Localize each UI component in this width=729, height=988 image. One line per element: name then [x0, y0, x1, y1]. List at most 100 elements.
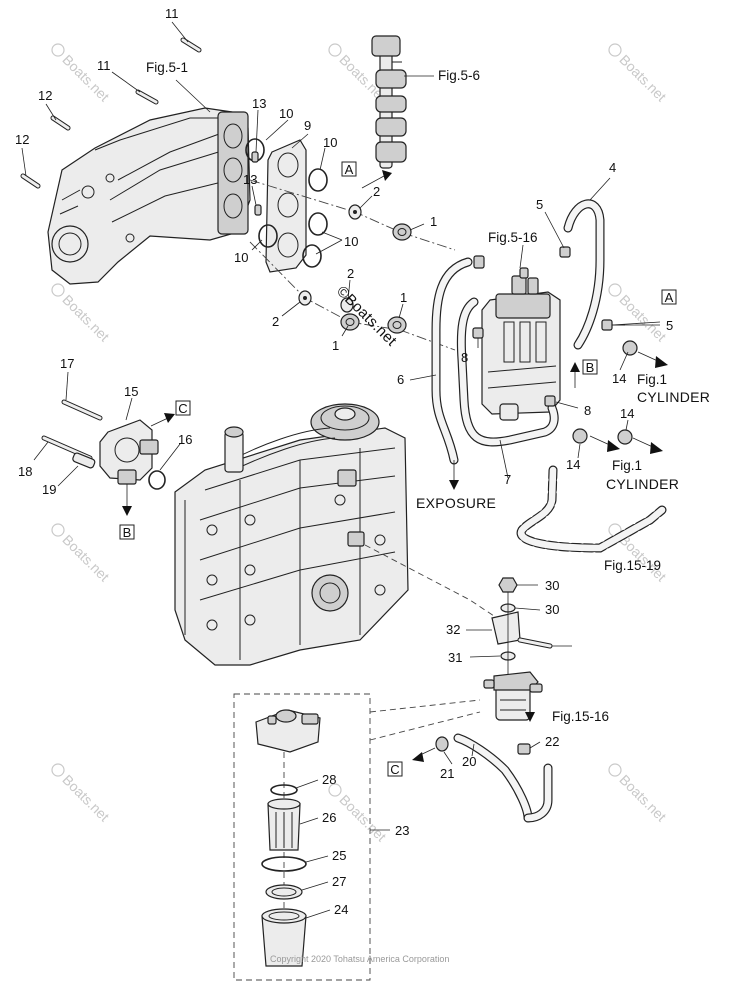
nut-29 [498, 577, 518, 593]
hose-6 [431, 257, 473, 465]
callout-5: 5 [666, 318, 673, 333]
callout-labels: 11 11 12 12 13 13 10 9 10 10 10 2 1 2 1 … [15, 6, 673, 917]
callout-28: 28 [322, 772, 336, 787]
ref-fig5-1: Fig.5-1 [146, 60, 188, 75]
callout-10: 10 [279, 106, 293, 121]
washer-14-a [622, 340, 638, 356]
washer-2-upper [348, 204, 362, 220]
nut-1-lower [340, 313, 360, 331]
callout-6: 6 [397, 372, 404, 387]
svg-text:C: C [178, 401, 187, 416]
callout-2: 2 [373, 184, 380, 199]
svg-text:Boats.net: Boats.net [59, 771, 112, 824]
clip-8-lower [544, 395, 556, 407]
connector-c-lower: C [387, 761, 403, 777]
callout-29: 30 [545, 578, 559, 593]
hose-4 [563, 199, 605, 350]
callout-10: 10 [234, 250, 248, 265]
callout-13: 13 [243, 172, 257, 187]
intake-manifold [47, 107, 251, 285]
o-ring-16 [148, 470, 166, 490]
fuel-injector-rail [371, 35, 407, 169]
callout-15: 15 [124, 384, 138, 399]
callout-11: 11 [97, 58, 111, 73]
callout-14: 14 [566, 457, 580, 472]
watermark-icon: Boats.net [608, 763, 670, 825]
svg-text:Boats.net: Boats.net [59, 531, 112, 584]
callout-5: 5 [536, 197, 543, 212]
callout-1: 1 [430, 214, 437, 229]
filter-exploded-box [233, 693, 371, 981]
hose-fig15-19 [516, 465, 667, 553]
bolt-32 [517, 637, 553, 649]
callout-10: 10 [344, 234, 358, 249]
ref-fig1-b: Fig.1 [612, 458, 642, 473]
hose-7 [456, 297, 559, 447]
callout-25: 25 [332, 848, 346, 863]
svg-text:Boats.net: Boats.net [616, 771, 669, 824]
gasket-9 [265, 139, 307, 273]
callout-2: 2 [272, 314, 279, 329]
connector-a-upper: A [341, 161, 357, 177]
callout-1: 1 [400, 290, 407, 305]
leader-lines [21, 21, 661, 919]
clip-8-upper [472, 327, 484, 339]
clip-22 [517, 743, 531, 755]
filter-head [255, 709, 321, 753]
callout-8: 8 [584, 403, 591, 418]
clip-5-top [473, 255, 485, 269]
bracket-31 [491, 611, 521, 645]
connector-b-left: B [119, 524, 135, 540]
ref-fig5-6: Fig.5-6 [438, 68, 480, 83]
callout-9: 9 [304, 118, 311, 133]
svg-text:C: C [390, 762, 399, 777]
callout-11: 11 [165, 6, 179, 21]
washer-14-c [617, 429, 633, 445]
o-rings-10 [245, 138, 328, 268]
washer-14-b [572, 428, 588, 444]
ref-fig5-16: Fig.5-16 [488, 230, 538, 245]
callout-8: 8 [461, 350, 468, 365]
watermark-icon: Boats.net [51, 763, 113, 825]
svg-text:A: A [345, 162, 354, 177]
figure-references: Fig.5-1 Fig.5-6 Fig.5-16 Fig.1 CYLINDER … [146, 60, 710, 724]
watermark-icon: Boats.net [51, 523, 113, 585]
callout-14: 14 [620, 406, 634, 421]
svg-text:Boats.net: Boats.net [616, 51, 669, 104]
washer-2-mid [340, 297, 354, 313]
spacer-19 [72, 452, 96, 469]
bolt-11-lower [135, 89, 159, 105]
ref-cylinder-b: CYLINDER [606, 476, 679, 492]
element-26 [267, 798, 301, 851]
ref-fig1-a: Fig.1 [637, 372, 667, 387]
nut-1-right [387, 316, 407, 334]
callout-31: 32 [446, 622, 460, 637]
watermark-icon: Boats.net [608, 43, 670, 105]
bolt-11-upper [180, 37, 202, 53]
callout-30: 30 [545, 602, 559, 617]
exposure-label: EXPOSURE [416, 495, 496, 511]
connector-b-right: B [582, 359, 598, 375]
connector-a-lower: A [661, 289, 677, 305]
ref-cylinder-a: CYLINDER [637, 389, 710, 405]
fuel-filter-assembly [483, 671, 543, 721]
nut-1-upper [392, 223, 412, 241]
callout-4: 4 [609, 160, 616, 175]
svg-text:Boats.net: Boats.net [59, 291, 112, 344]
washer-2-lower [298, 290, 312, 306]
bolt-17 [61, 399, 103, 421]
ref-fig15-16: Fig.15-16 [552, 709, 609, 724]
callout-21: 21 [440, 766, 454, 781]
callout-14: 14 [612, 371, 626, 386]
o-ring-28 [270, 784, 298, 796]
clip-21 [435, 736, 449, 752]
o-ring-25 [261, 856, 307, 872]
engine-block [174, 403, 409, 666]
hose-20 [453, 733, 553, 823]
callout-27: 27 [332, 874, 346, 889]
clip-5-mid [519, 267, 529, 279]
ref-fig15-19: Fig.15-19 [604, 558, 661, 573]
svg-text:B: B [586, 360, 595, 375]
callout-1: 1 [332, 338, 339, 353]
